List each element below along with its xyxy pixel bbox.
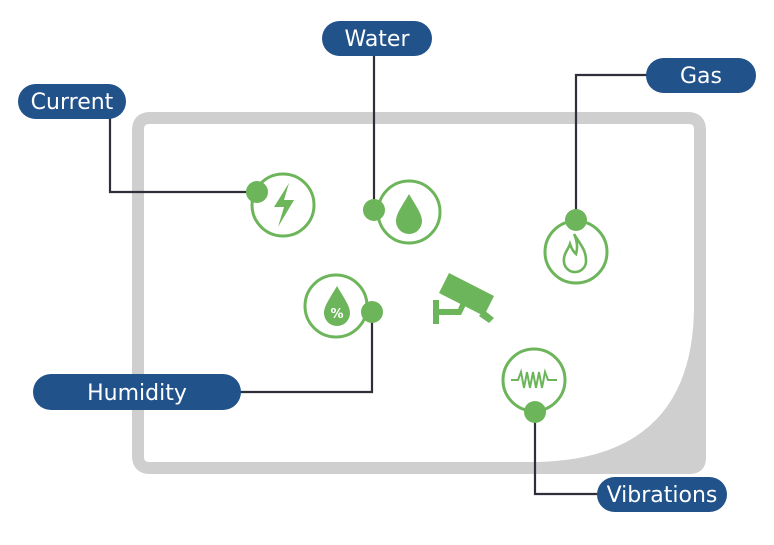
svg-text:Current: Current [31, 90, 114, 115]
svg-text:Gas: Gas [680, 64, 722, 89]
security-camera-icon [433, 273, 494, 324]
svg-text:Humidity: Humidity [87, 381, 187, 406]
vibrations-label: Vibrations [597, 477, 727, 512]
humidity-node [361, 301, 383, 323]
humidity-percent-symbol: % [330, 307, 343, 322]
humidity-sensor: % [303, 273, 383, 339]
water-node [363, 199, 385, 221]
gas-sensor [543, 209, 609, 285]
gas-label: Gas [646, 58, 756, 93]
water-drop-icon [396, 194, 422, 234]
flame-icon [562, 233, 588, 274]
water-label: Water [322, 21, 432, 56]
current-sensor [246, 172, 316, 238]
gas-node [565, 209, 587, 231]
vibrations-connector [533, 412, 600, 496]
room-frame [132, 112, 706, 474]
humidity-label: Humidity [33, 374, 241, 410]
water-sensor [363, 179, 442, 245]
vibrations-node [524, 401, 546, 423]
room-curve-fill [530, 305, 694, 462]
vibrations-sensor [501, 347, 567, 423]
current-connector [108, 103, 257, 194]
humidity-drop-icon [324, 286, 350, 326]
current-label: Current [18, 84, 126, 119]
gas-connector [574, 73, 658, 220]
current-node [246, 181, 268, 203]
svg-text:Vibrations: Vibrations [607, 483, 718, 508]
humidity-connector [236, 312, 374, 394]
waveform-icon [511, 368, 557, 389]
lightning-bolt-icon [274, 183, 294, 227]
svg-text:Water: Water [344, 27, 410, 52]
